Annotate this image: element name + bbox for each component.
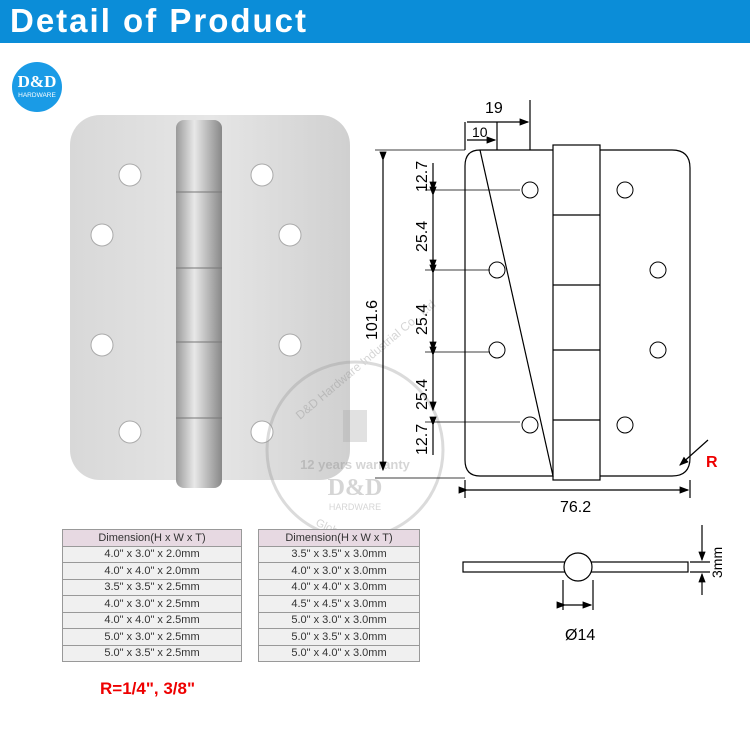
table-row: 5.0" x 3.5" x 2.5mm bbox=[62, 644, 242, 662]
radius-label: R bbox=[706, 454, 718, 471]
table-row: 4.0" x 4.0" x 3.0mm bbox=[258, 578, 420, 596]
table-row: 5.0" x 3.0" x 3.0mm bbox=[258, 611, 420, 629]
watermark-brand-sub: HARDWARE bbox=[329, 502, 381, 512]
dim-19: 19 bbox=[485, 100, 503, 117]
thickness-label: 3mm bbox=[709, 547, 725, 578]
table-row: 5.0" x 4.0" x 3.0mm bbox=[258, 644, 420, 662]
table-row: 5.0" x 3.5" x 3.0mm bbox=[258, 628, 420, 646]
dim-10: 10 bbox=[472, 124, 488, 140]
logo-name: D&D bbox=[17, 72, 57, 91]
dim-25-4-a: 25.4 bbox=[414, 221, 431, 252]
table-row: 3.5" x 3.5" x 2.5mm bbox=[62, 578, 242, 596]
dim-101-6: 101.6 bbox=[364, 300, 381, 340]
logo-sub: HARDWARE bbox=[18, 92, 56, 99]
table-row: 3.5" x 3.5" x 3.0mm bbox=[258, 545, 420, 563]
dim-25-4-b: 25.4 bbox=[414, 304, 431, 335]
technical-drawing bbox=[375, 100, 710, 610]
header-banner: Detail of Product bbox=[0, 0, 750, 43]
table-row: 4.0" x 4.0" x 2.5mm bbox=[62, 611, 242, 629]
hinge-photo bbox=[70, 115, 350, 488]
dimension-table-left: Dimension(H x W x T) 4.0" x 3.0" x 2.0mm… bbox=[62, 529, 242, 662]
watermark-warranty: 12 years warranty bbox=[300, 457, 411, 472]
dimension-labels: 19 10 12.7 25.4 25.4 25.4 12.7 101.6 76.… bbox=[364, 100, 725, 644]
dimension-table-right: Dimension(H x W x T) 3.5" x 3.5" x 3.0mm… bbox=[258, 529, 420, 662]
radius-note: R=1/4", 3/8" bbox=[100, 679, 196, 698]
table-row: 5.0" x 3.0" x 2.5mm bbox=[62, 628, 242, 646]
table-row: 4.0" x 4.0" x 2.0mm bbox=[62, 562, 242, 580]
table-header: Dimension(H x W x T) bbox=[258, 529, 420, 547]
dim-12-7-bottom: 12.7 bbox=[414, 424, 431, 455]
dim-12-7-top: 12.7 bbox=[414, 161, 431, 192]
table-row: 4.0" x 3.0" x 2.0mm bbox=[62, 545, 242, 563]
watermark-brand: D&D bbox=[328, 475, 383, 501]
table-row: 4.0" x 3.0" x 3.0mm bbox=[258, 562, 420, 580]
pin-diameter-label: Ø14 bbox=[565, 627, 595, 644]
table-header: Dimension(H x W x T) bbox=[62, 529, 242, 547]
dim-25-4-c: 25.4 bbox=[414, 379, 431, 410]
page-title: Detail of Product bbox=[10, 2, 309, 39]
table-row: 4.5" x 4.5" x 3.0mm bbox=[258, 595, 420, 613]
dim-76-2: 76.2 bbox=[560, 499, 591, 516]
table-row: 4.0" x 3.0" x 2.5mm bbox=[62, 595, 242, 613]
